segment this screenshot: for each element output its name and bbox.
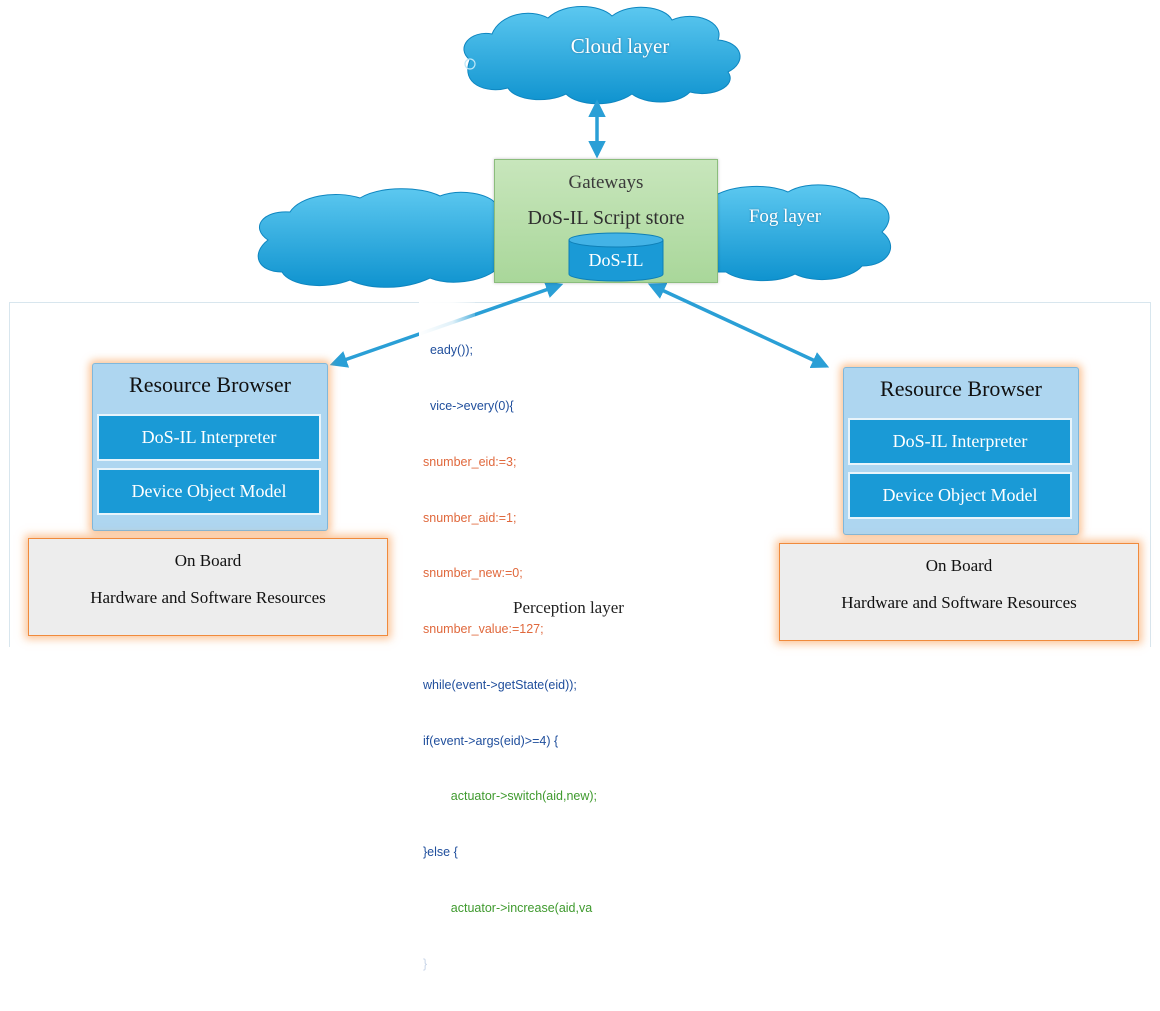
code-line: snumber_value:=127; xyxy=(423,622,544,637)
code-line: snumber_aid:=1; xyxy=(423,510,517,525)
database-icon xyxy=(568,232,664,282)
resource-browser-title: Resource Browser xyxy=(129,372,291,397)
code-line: }else { xyxy=(423,845,458,860)
code-line: eady()); xyxy=(423,343,474,358)
code-line: vice->every(0){ xyxy=(423,398,514,413)
gateway-box: Gateways DoS-IL Script store DoS-IL xyxy=(494,159,718,283)
cloud-layer-shape xyxy=(463,6,741,105)
resource-browser-title: Resource Browser xyxy=(880,376,1042,401)
database-label: DoS-IL xyxy=(588,250,644,270)
onboard-line-2: Hardware and Software Resources xyxy=(90,588,326,607)
device-object-model-box: Device Object Model xyxy=(97,468,321,515)
fog-layer-label: Fog layer xyxy=(748,206,822,227)
code-line: while(event->getState(eid)); xyxy=(423,677,577,692)
resource-browser-right: Resource Browser DoS-IL Interpreter Devi… xyxy=(843,367,1079,535)
arrow-gateway-right xyxy=(647,282,830,369)
code-line: } xyxy=(423,956,428,971)
dos-il-interpreter-box: DoS-IL Interpreter xyxy=(97,414,321,461)
script-code-snippet: eady()); vice->every(0){ snumber_eid:=3;… xyxy=(419,300,598,1011)
gateway-title: Gateways xyxy=(568,172,644,193)
code-line: if(event->args(eid)>=4) { xyxy=(423,733,559,748)
code-line: snumber_eid:=3; xyxy=(423,454,517,469)
fog-layer-shape xyxy=(257,184,892,288)
onboard-line-1: On Board xyxy=(925,556,993,575)
code-line: actuator->increase(aid,va xyxy=(423,901,593,915)
code-line: snumber_new:=0; xyxy=(423,566,523,581)
device-object-model-box: Device Object Model xyxy=(848,472,1072,519)
perception-layer-label: Perception layer xyxy=(513,598,624,617)
onboard-line-1: On Board xyxy=(174,551,242,570)
onboard-line-2: Hardware and Software Resources xyxy=(841,593,1077,612)
code-fade-overlay xyxy=(419,300,475,344)
code-line: actuator->switch(aid,new); xyxy=(423,789,598,804)
dos-il-interpreter-box: DoS-IL Interpreter xyxy=(848,418,1072,465)
cloud-layer-label: Cloud layer xyxy=(570,34,670,58)
onboard-resources-right: On Board Hardware and Software Resources xyxy=(779,543,1139,641)
onboard-resources-left: On Board Hardware and Software Resources xyxy=(28,538,388,636)
script-store-label: DoS-IL Script store xyxy=(527,207,685,229)
diagram-graphics xyxy=(9,6,1151,647)
resource-browser-left: Resource Browser DoS-IL Interpreter Devi… xyxy=(92,363,328,531)
